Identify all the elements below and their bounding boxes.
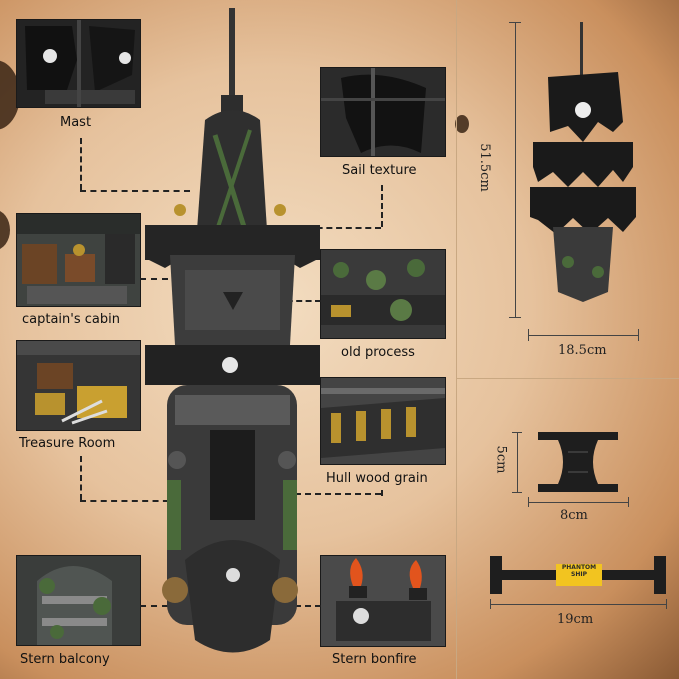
stern-balcony-art xyxy=(17,556,140,645)
captains-cabin-photo xyxy=(17,214,140,306)
base-length-line xyxy=(490,604,666,605)
treasure-room-photo xyxy=(17,341,140,430)
panel-divider-horizontal xyxy=(456,378,679,379)
stern-balcony-label: Stern balcony xyxy=(20,652,110,667)
connector-mast-v xyxy=(80,138,82,190)
connector-bonfire-h xyxy=(275,605,321,607)
mast-photo xyxy=(17,20,140,107)
hull-wood-grain-label: Hull wood grain xyxy=(326,471,428,486)
nameplate-line1: PHANTOM xyxy=(561,564,597,571)
captains-cabin-art xyxy=(17,214,140,306)
parchment-burn-right xyxy=(455,115,469,133)
base-length-cap-right xyxy=(666,599,667,609)
base-length-label: 19cm xyxy=(557,612,594,627)
treasure-room-label: Treasure Room xyxy=(19,436,116,451)
stand-height-line xyxy=(517,432,518,492)
connector-balcony-h xyxy=(140,605,190,607)
base-length-cap-left xyxy=(490,599,491,609)
base-graphic xyxy=(490,556,666,594)
sail-texture-label: Sail texture xyxy=(342,163,417,178)
stern-bonfire-label: Stern bonfire xyxy=(332,652,417,667)
old-process-label: old process xyxy=(341,345,415,360)
width-dimension-cap-left xyxy=(528,329,529,341)
stern-balcony-photo xyxy=(17,556,140,645)
connector-hull-v xyxy=(381,490,383,496)
connector-cabin-h xyxy=(140,278,190,280)
nameplate: PHANTOM SHIP xyxy=(556,564,602,578)
width-dimension-cap-right xyxy=(638,329,639,341)
old-process-photo xyxy=(321,250,445,338)
sail-texture-photo xyxy=(321,68,445,156)
connector-mast-h xyxy=(80,190,190,192)
captains-cabin-label: captain's cabin xyxy=(22,312,120,327)
connector-hull-h xyxy=(265,493,381,495)
connector-process-h xyxy=(268,300,321,302)
connector-sail-h xyxy=(268,227,381,229)
hull-wood-grain-photo xyxy=(321,378,445,464)
height-dimension-label: 51.5cm xyxy=(476,143,492,192)
connector-treasure-h xyxy=(80,500,200,502)
stand-width-cap-right xyxy=(628,497,629,507)
stern-bonfire-art xyxy=(321,556,445,646)
mast-label: Mast xyxy=(60,115,92,130)
stand-graphic xyxy=(538,432,618,492)
height-dimension-cap-bottom xyxy=(509,317,521,318)
height-dimension-line xyxy=(515,22,516,317)
stand-width-cap-left xyxy=(528,497,529,507)
connector-sail-v xyxy=(381,185,383,227)
stern-bonfire-photo xyxy=(321,556,445,646)
height-dimension-cap-top xyxy=(509,22,521,23)
stand-height-cap-top xyxy=(512,432,522,433)
stand-height-label: 5cm xyxy=(493,445,509,474)
parchment-burn-left xyxy=(0,60,20,130)
treasure-room-art xyxy=(17,341,140,430)
width-dimension-label: 18.5cm xyxy=(558,343,607,358)
parchment-burn-left-2 xyxy=(0,210,10,250)
stand-height-cap-bottom xyxy=(512,492,522,493)
stand-width-line xyxy=(528,502,628,503)
mast-photo-art xyxy=(17,20,140,107)
ship-top-view xyxy=(145,8,320,653)
old-process-art xyxy=(321,250,445,338)
panel-divider-vertical xyxy=(456,0,457,679)
sail-texture-art xyxy=(321,68,445,156)
connector-treasure-v xyxy=(80,456,82,500)
hull-wood-grain-art xyxy=(321,378,445,464)
ship-profile-view xyxy=(530,22,636,302)
nameplate-line2: SHIP xyxy=(571,571,587,578)
width-dimension-line xyxy=(528,335,638,336)
stand-width-label: 8cm xyxy=(560,508,588,523)
